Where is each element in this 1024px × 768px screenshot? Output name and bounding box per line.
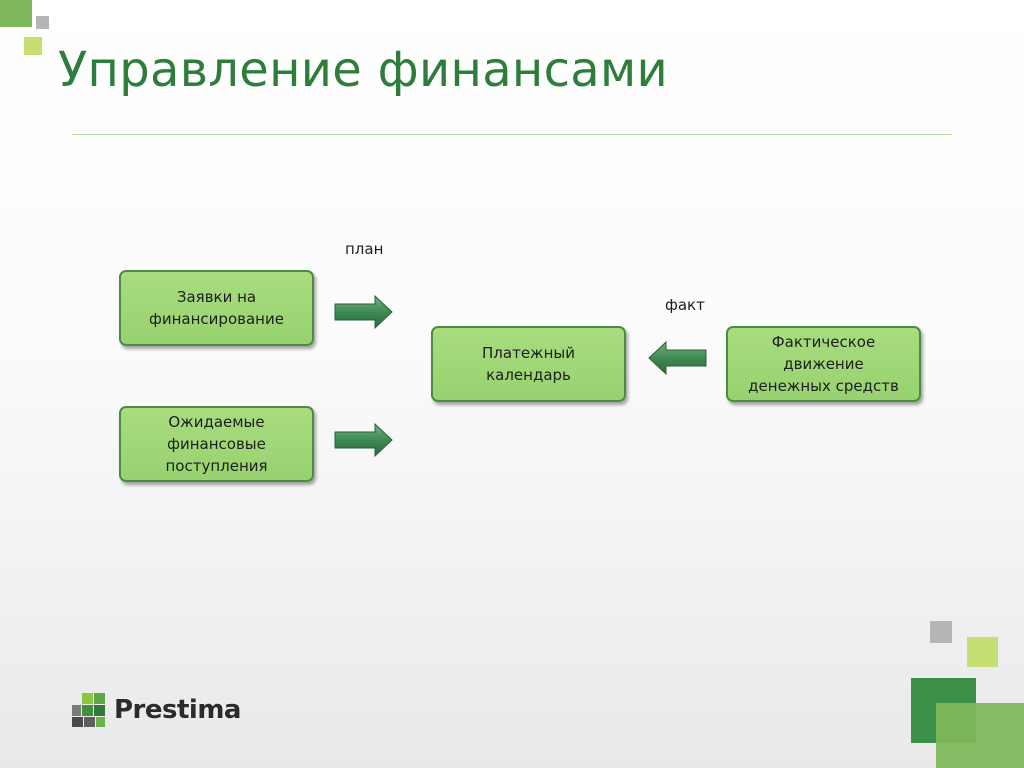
decor-square-tl-gray xyxy=(36,16,49,29)
prestima-logo-icon xyxy=(72,693,105,727)
slide-title: Управление финансами xyxy=(58,42,669,98)
node-funding-requests: Заявки на финансирование xyxy=(119,270,314,346)
node-payment-calendar: Платежный календарь xyxy=(431,326,626,402)
edge-label-fact: факт xyxy=(665,296,705,314)
prestima-logo: Prestima xyxy=(72,693,241,729)
arrow-right-icon xyxy=(334,294,393,330)
decor-square-tl-green xyxy=(0,0,32,27)
decor-square-br-gray xyxy=(930,621,952,643)
node-expected-receipts: Ожидаемые финансовые поступления xyxy=(119,406,314,482)
edge-label-plan: план xyxy=(345,240,384,258)
decor-square-br-lime xyxy=(967,637,998,667)
node-label: Платежный календарь xyxy=(482,344,575,384)
arrow-right-icon xyxy=(334,422,393,458)
logo-text: Prestima xyxy=(114,695,241,725)
decor-square-tl-lime xyxy=(24,37,42,55)
node-label: Ожидаемые финансовые поступления xyxy=(165,413,268,475)
arrow-left-icon xyxy=(648,340,707,376)
node-label: Фактическое движение денежных средств xyxy=(748,333,899,395)
decor-square-br-light xyxy=(936,703,1024,768)
node-label: Заявки на финансирование xyxy=(149,288,284,328)
title-divider xyxy=(72,134,952,135)
node-actual-cashflow: Фактическое движение денежных средств xyxy=(726,326,921,402)
